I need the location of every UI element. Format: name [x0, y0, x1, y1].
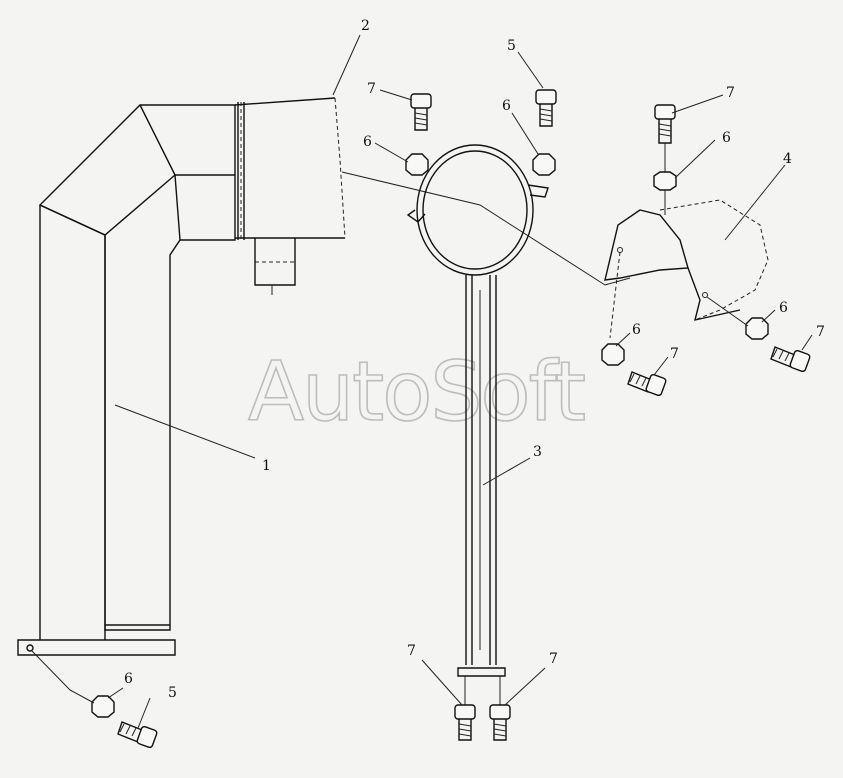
bolt-top-left [410, 93, 432, 131]
nut-base [31, 650, 115, 718]
callout-7-top-right: 7 [726, 85, 735, 101]
callout-part-1: 1 [262, 458, 271, 474]
callout-7-shield-left: 7 [670, 346, 679, 362]
bolt-rod-right [489, 676, 511, 741]
callout-part-3: 3 [533, 444, 542, 460]
callout-6-top-left: 6 [363, 134, 372, 150]
callout-7-rod-right: 7 [549, 651, 558, 667]
nut-top-right [653, 171, 677, 215]
part-2-cylinder [234, 97, 346, 295]
nut-shield-left [601, 343, 625, 366]
watermark-text: AutoSoft [248, 345, 585, 440]
nut-shield-right [706, 296, 769, 340]
part-1-elbow-pipe [17, 104, 236, 656]
bolt-top-middle [535, 89, 557, 127]
callout-6-shield-right: 6 [779, 300, 788, 316]
nut-top-left [405, 153, 429, 176]
bolt-shield-right [770, 346, 811, 373]
leader-lines [107, 34, 813, 729]
callout-labels: 1 2 3 4 5 5 6 6 6 6 6 6 7 7 7 7 7 7 [124, 18, 825, 701]
callout-6-base: 6 [124, 671, 133, 687]
callout-7-rod-left: 7 [407, 643, 416, 659]
bolt-top-right [654, 104, 676, 172]
part-3-clamp-rod [406, 144, 549, 677]
part-4-shield [604, 199, 769, 339]
callout-5-bottom: 5 [168, 685, 177, 701]
callout-7-shield-right: 7 [816, 324, 825, 340]
bolt-rod-left [454, 676, 476, 741]
callout-part-4: 4 [783, 151, 792, 167]
callout-7-top-left: 7 [367, 81, 376, 97]
callout-6-shield-left: 6 [632, 322, 641, 338]
bolt-base [117, 721, 158, 749]
callout-part-2: 2 [361, 18, 370, 34]
callout-6-top-middle: 6 [502, 98, 511, 114]
bolt-shield-left [627, 371, 667, 397]
callout-5-top: 5 [507, 38, 516, 54]
callout-6-top-right: 6 [722, 130, 731, 146]
nut-top-middle [532, 153, 556, 176]
